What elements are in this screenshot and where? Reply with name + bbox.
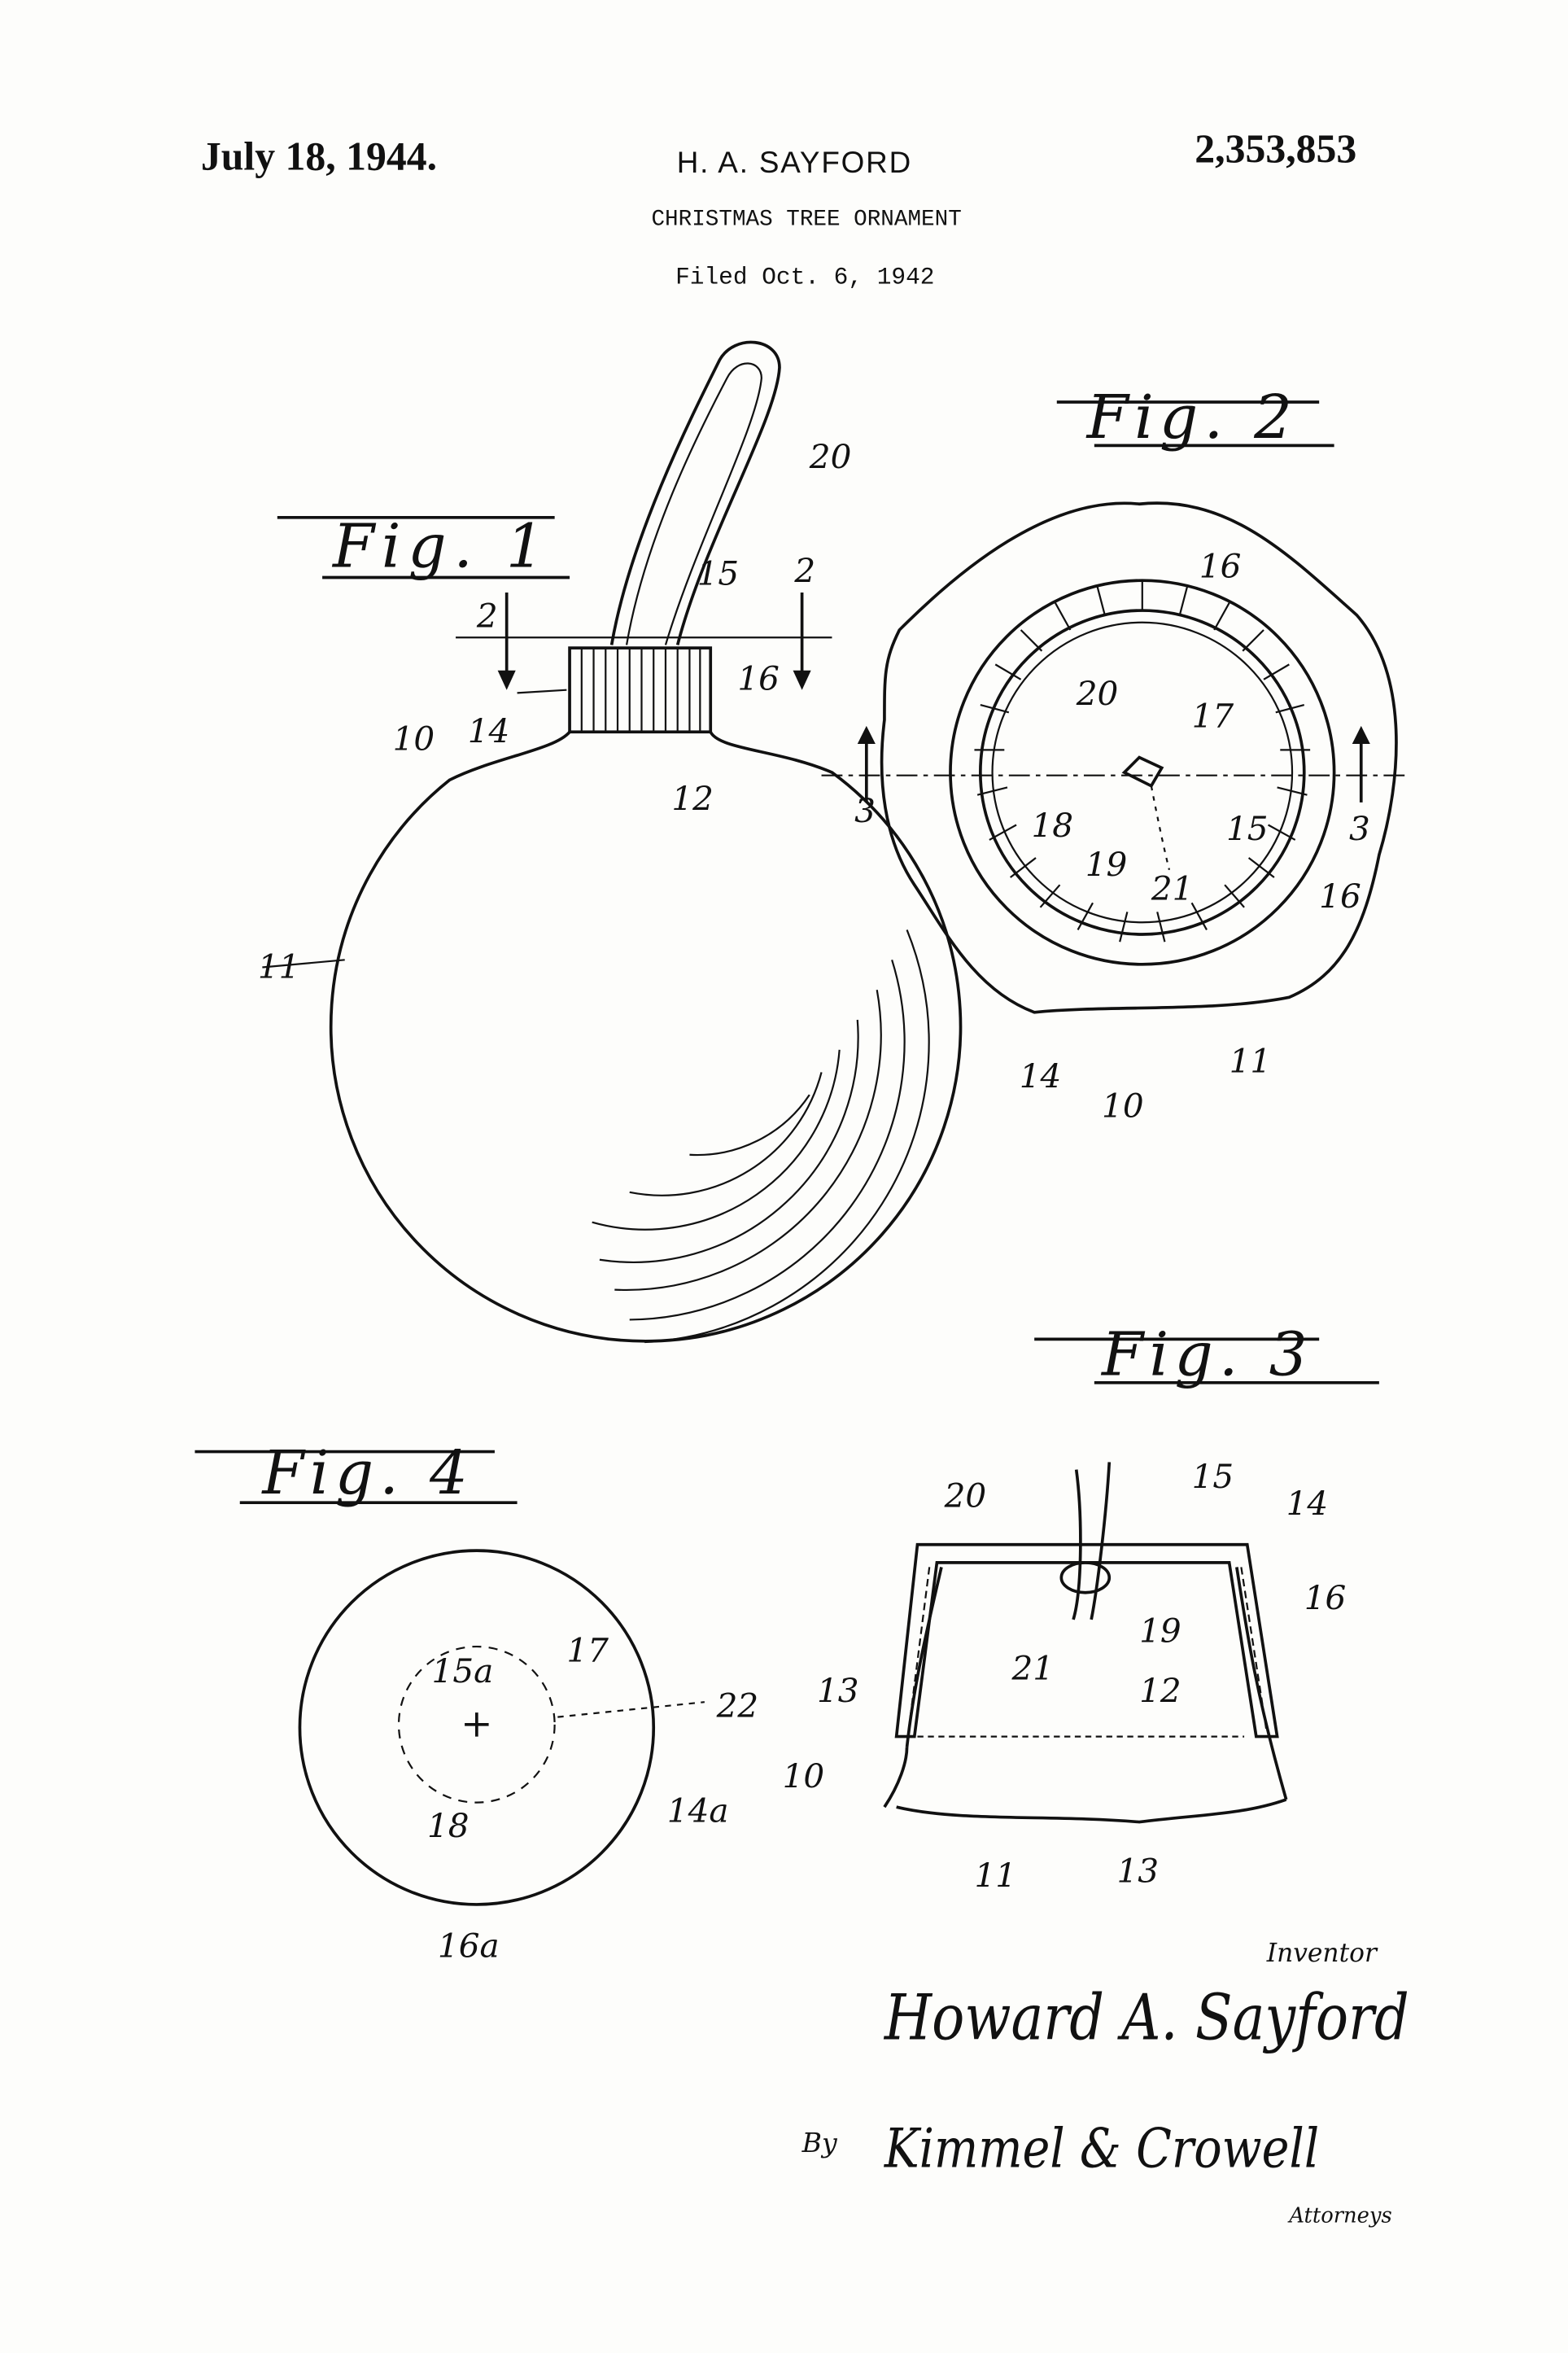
torn-shell — [880, 501, 1398, 1014]
ref-16: 16 — [737, 659, 780, 698]
ref-12: 12 — [671, 779, 714, 818]
ref-20: 20 — [809, 437, 852, 476]
ref-19: 19 — [1139, 1612, 1181, 1651]
ref-16: 16 — [1199, 547, 1242, 586]
ref-2: 2 — [476, 596, 498, 635]
ref-18: 18 — [1031, 806, 1073, 845]
ref-14: 14 — [1020, 1056, 1062, 1096]
figure-2: Fig. 2 16 20 17 3 3 18 19 15 21 16 14 10… — [821, 383, 1409, 1126]
figure-3: Fig. 3 20 15 14 16 21 19 13 12 10 11 13 — [783, 1321, 1379, 1895]
ref-16: 16 — [1319, 877, 1361, 916]
ref-2: 2 — [793, 551, 815, 590]
ref-13: 13 — [1116, 1851, 1159, 1890]
attorneys-signature: Kimmel & Crowell — [884, 2116, 1319, 2180]
figure-1-label: Fig. 1 — [331, 513, 550, 582]
filed-date: Filed Oct. 6, 1942 — [675, 263, 934, 291]
ref-18: 18 — [427, 1806, 470, 1845]
ref-11: 11 — [1230, 1041, 1272, 1080]
cap-section — [894, 1542, 1279, 1739]
ref-17: 17 — [1192, 697, 1234, 736]
signature-block: Inventor Howard A. Sayford By Kimmel & C… — [801, 1939, 1409, 2228]
figure-4: Fig. 4 15a 17 22 18 14a 16a — [194, 1439, 758, 1965]
ref-10: 10 — [393, 719, 435, 758]
hanger-loop — [609, 340, 781, 645]
ref-15: 15 — [1226, 809, 1269, 848]
ref-3: 3 — [1349, 809, 1370, 848]
ref-16: 16 — [1304, 1578, 1347, 1617]
ref-12: 12 — [1139, 1671, 1181, 1710]
ref-17: 17 — [566, 1630, 609, 1669]
ref-21: 21 — [1011, 1649, 1055, 1688]
inventor-header: H. A. SAYFORD — [677, 146, 912, 179]
ref-10: 10 — [1102, 1087, 1144, 1126]
figure-4-label: Fig. 4 — [260, 1439, 474, 1508]
ref-20: 20 — [1076, 674, 1119, 713]
patent-number: 2,353,853 — [1195, 126, 1356, 171]
inventor-signature: Howard A. Sayford — [883, 1982, 1409, 2055]
ref-14a: 14a — [667, 1791, 729, 1830]
ref-11: 11 — [258, 947, 300, 986]
attorneys-label: Attorneys — [1287, 2203, 1391, 2228]
ref-16a: 16a — [438, 1926, 500, 1965]
inventor-label: Inventor — [1266, 1939, 1378, 1968]
ref-15: 15 — [1192, 1457, 1234, 1496]
figure-3-label: Fig. 3 — [1100, 1321, 1313, 1390]
ref-21: 21 — [1151, 869, 1194, 908]
figure-1: Fig. 1 20 2 15 2 14 — [258, 340, 963, 1344]
by-label: By — [801, 2127, 838, 2158]
ref-14: 14 — [468, 711, 510, 750]
ref-3: 3 — [854, 791, 876, 830]
cap-top-view — [298, 1549, 656, 1906]
ref-11: 11 — [974, 1856, 1016, 1895]
ref-15a: 15a — [432, 1651, 494, 1690]
ref-14: 14 — [1286, 1484, 1329, 1523]
ref-19: 19 — [1085, 845, 1128, 884]
ref-13: 13 — [817, 1671, 859, 1710]
ref-15: 15 — [697, 554, 740, 593]
patent-title: CHRISTMAS TREE ORNAMENT — [651, 208, 961, 233]
ref-22: 22 — [716, 1686, 759, 1725]
ref-20: 20 — [944, 1476, 987, 1515]
cap-outer-ring — [949, 579, 1336, 966]
figure-2-label: Fig. 2 — [1085, 383, 1299, 453]
ref-10: 10 — [783, 1756, 825, 1795]
patent-date: July 18, 1944. — [201, 133, 437, 178]
cap — [568, 646, 713, 734]
